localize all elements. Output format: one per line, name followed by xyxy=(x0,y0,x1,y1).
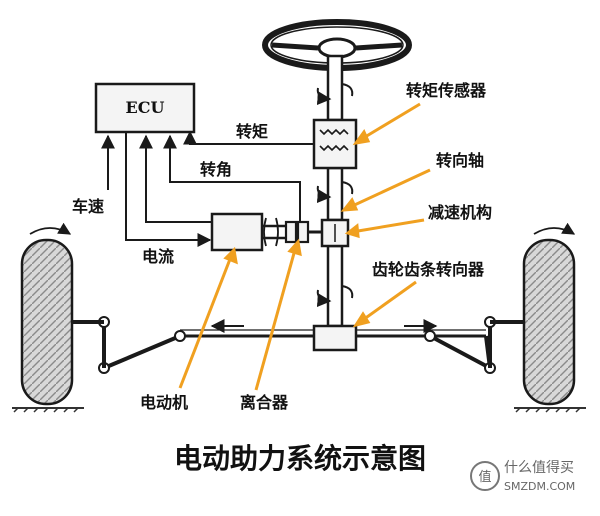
label-torque-sensor: 转矩传感器 xyxy=(406,81,487,100)
current-feedback-wire xyxy=(139,134,212,223)
callout-arrow-motor xyxy=(178,253,234,389)
callout-arrow-rack xyxy=(359,280,417,324)
callout-arrow-reducer xyxy=(351,218,425,234)
callout-arrow-torque-sensor xyxy=(359,102,421,142)
label-motor: 电动机 xyxy=(140,393,188,412)
callout-arrows xyxy=(178,102,431,391)
clutch-plate-right xyxy=(296,220,310,244)
angle-signal-wire xyxy=(163,134,301,222)
steering-shaft xyxy=(316,54,354,328)
diagram-title: 电动助力系统示意图 xyxy=(174,442,426,475)
signal-wires xyxy=(101,130,314,247)
watermark: 值 什么值得买 SMZDM.COM xyxy=(470,459,575,493)
ecu-box: ECU xyxy=(94,82,196,134)
watermark-logo-icon xyxy=(470,461,500,491)
label-current: 电流 xyxy=(142,247,174,266)
label-vehicle-speed: 车速 xyxy=(72,197,104,216)
torque-signal-wire xyxy=(183,130,314,145)
label-steering-shaft: 转向轴 xyxy=(436,151,484,170)
ecu-label: ECU xyxy=(126,98,165,117)
callout-arrow-steering-shaft xyxy=(347,168,431,210)
rack-and-linkage xyxy=(72,316,524,374)
watermark-brand: 什么值得买 xyxy=(504,459,574,476)
reducer-box xyxy=(320,218,350,248)
svg-text:值: 值 xyxy=(478,469,491,485)
label-clutch: 离合器 xyxy=(240,393,289,412)
right-wheel xyxy=(514,222,586,413)
label-reducer: 减速机构 xyxy=(428,203,492,222)
left-wheel xyxy=(12,222,84,413)
motor-assembly xyxy=(210,212,322,252)
clutch-plate-left xyxy=(284,220,298,244)
watermark-site: SMZDM.COM xyxy=(504,480,575,493)
callout-arrow-clutch xyxy=(254,245,298,391)
label-torque: 转矩 xyxy=(236,122,268,141)
label-rack-pinion: 齿轮齿条转向器 xyxy=(372,260,485,279)
torque-sensor xyxy=(312,118,358,170)
rack-housing xyxy=(312,324,358,352)
ecu-to-motor-wire xyxy=(125,132,212,247)
label-steering-angle: 转角 xyxy=(200,160,232,179)
motor-box xyxy=(210,212,264,252)
